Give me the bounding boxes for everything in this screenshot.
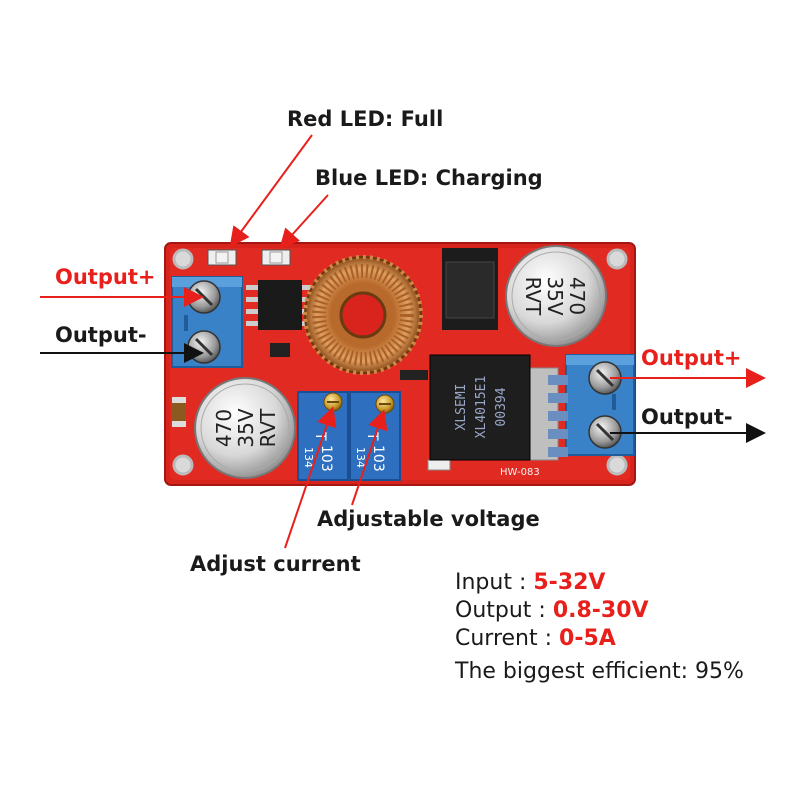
blue-led-label: Blue LED: Charging xyxy=(315,166,543,190)
pot-left-code: 103 xyxy=(318,445,334,472)
capacitor-left: 470 35V RVT xyxy=(194,377,296,479)
pot-left-top: T xyxy=(312,431,328,441)
adjust-current-label: Adjust current xyxy=(190,552,361,576)
pot-left-side: 134 xyxy=(302,447,315,468)
red-led-label: Red LED: Full xyxy=(287,107,444,131)
pot-right-code: 103 xyxy=(370,445,386,472)
cap-left-line2: 35V xyxy=(234,408,258,447)
red-led-arrow xyxy=(229,134,313,248)
spec-input: Input : 5-32V xyxy=(455,572,605,594)
input-plus-label: Output+ xyxy=(55,265,156,289)
cap-left-line3: RVT xyxy=(256,408,280,447)
buck-converter-chip: XLSEMI XL4015E1 00394 xyxy=(429,354,568,461)
spec-input-label: Input : xyxy=(455,570,527,595)
input-minus-label: Output- xyxy=(55,323,147,347)
cap-right-line3: RVT xyxy=(521,277,545,316)
pot-right-side: 134 xyxy=(354,447,367,468)
cap-right-line2: 35V xyxy=(543,276,567,315)
output-minus-label: Output- xyxy=(641,405,733,429)
spec-current: Current : 0-5A xyxy=(455,628,616,650)
adjustable-voltage-label: Adjustable voltage xyxy=(317,507,540,531)
spec-efficiency: The biggest efficient: 95% xyxy=(455,659,744,684)
cap-left-line1: 470 xyxy=(212,409,236,447)
small-ic xyxy=(246,280,312,357)
blue-led xyxy=(261,249,291,266)
cap-right-line1: 470 xyxy=(565,277,589,315)
spec-output: Output : 0.8-30V xyxy=(455,600,649,622)
chip-line2: XL4015E1 xyxy=(474,376,489,439)
output-terminal-block xyxy=(565,354,635,456)
spec-input-value: 5-32V xyxy=(533,570,606,595)
chip-line1: XLSEMI xyxy=(454,384,469,431)
pot-right-top: T xyxy=(364,431,380,441)
toroid-inductor xyxy=(303,255,423,375)
spec-output-label: Output : xyxy=(455,598,546,623)
spec-current-label: Current : xyxy=(455,626,553,651)
blue-led-arrow xyxy=(279,194,329,249)
chip-line3: 00394 xyxy=(494,387,509,426)
output-plus-label: Output+ xyxy=(641,346,742,370)
schottky-diode xyxy=(442,248,498,330)
current-pot-arrow xyxy=(284,406,337,549)
voltage-pot-arrow xyxy=(351,409,388,506)
red-led xyxy=(207,249,237,266)
capacitor-right: 470 35V RVT xyxy=(505,245,607,347)
spec-current-value: 0-5A xyxy=(559,626,616,651)
board-model-label: HW-083 xyxy=(500,467,540,478)
spec-output-value: 0.8-30V xyxy=(552,598,649,623)
